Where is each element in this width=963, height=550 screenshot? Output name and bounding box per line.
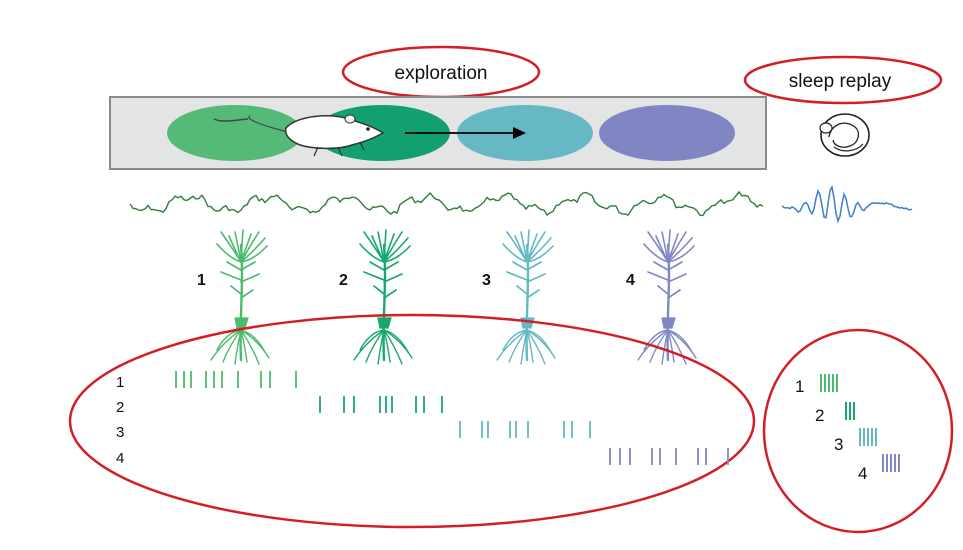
lfp-exploration-trace (129, 190, 764, 217)
neuron-label-4: 4 (626, 272, 635, 289)
exploration-label: exploration (395, 63, 488, 84)
spike-row-label-1: 1 (116, 374, 124, 391)
exploration-raster-highlight-ellipse (68, 313, 756, 529)
place-field-4 (599, 105, 735, 161)
replay-row-label-1: 1 (795, 377, 804, 396)
spike-row-label-2: 2 (116, 399, 124, 416)
neuron-3 (496, 229, 556, 365)
neuron-label-3: 3 (482, 272, 491, 289)
spike-row-label-4: 4 (116, 450, 124, 467)
replay-row-label-2: 2 (815, 406, 824, 425)
rat-icon (213, 114, 385, 157)
neuron-4 (637, 229, 697, 365)
neurons-group (210, 229, 697, 365)
place-field-1 (167, 105, 303, 161)
sleeping-mouse-icon (819, 113, 870, 157)
replay-highlight-ellipse (762, 328, 954, 534)
spike-row-label-3: 3 (116, 424, 124, 441)
neuron-label-1: 1 (197, 272, 206, 289)
direction-arrow-icon (405, 127, 526, 139)
replay-spike-raster (820, 374, 900, 472)
lfp-sleep-trace (781, 184, 913, 224)
replay-row-label-4: 4 (858, 464, 867, 483)
sleep-replay-label: sleep replay (789, 71, 892, 92)
linear-track (109, 96, 767, 170)
neuron-1 (210, 229, 270, 365)
exploration-label-group: exploration (341, 45, 541, 99)
sleep-replay-highlight-ellipse (743, 55, 943, 105)
exploration-spike-raster (175, 371, 729, 465)
replay-row-label-3: 3 (834, 435, 843, 454)
neuron-2 (353, 229, 413, 365)
neuron-label-2: 2 (339, 272, 348, 289)
sleep-replay-label-group: sleep replay (743, 55, 943, 105)
